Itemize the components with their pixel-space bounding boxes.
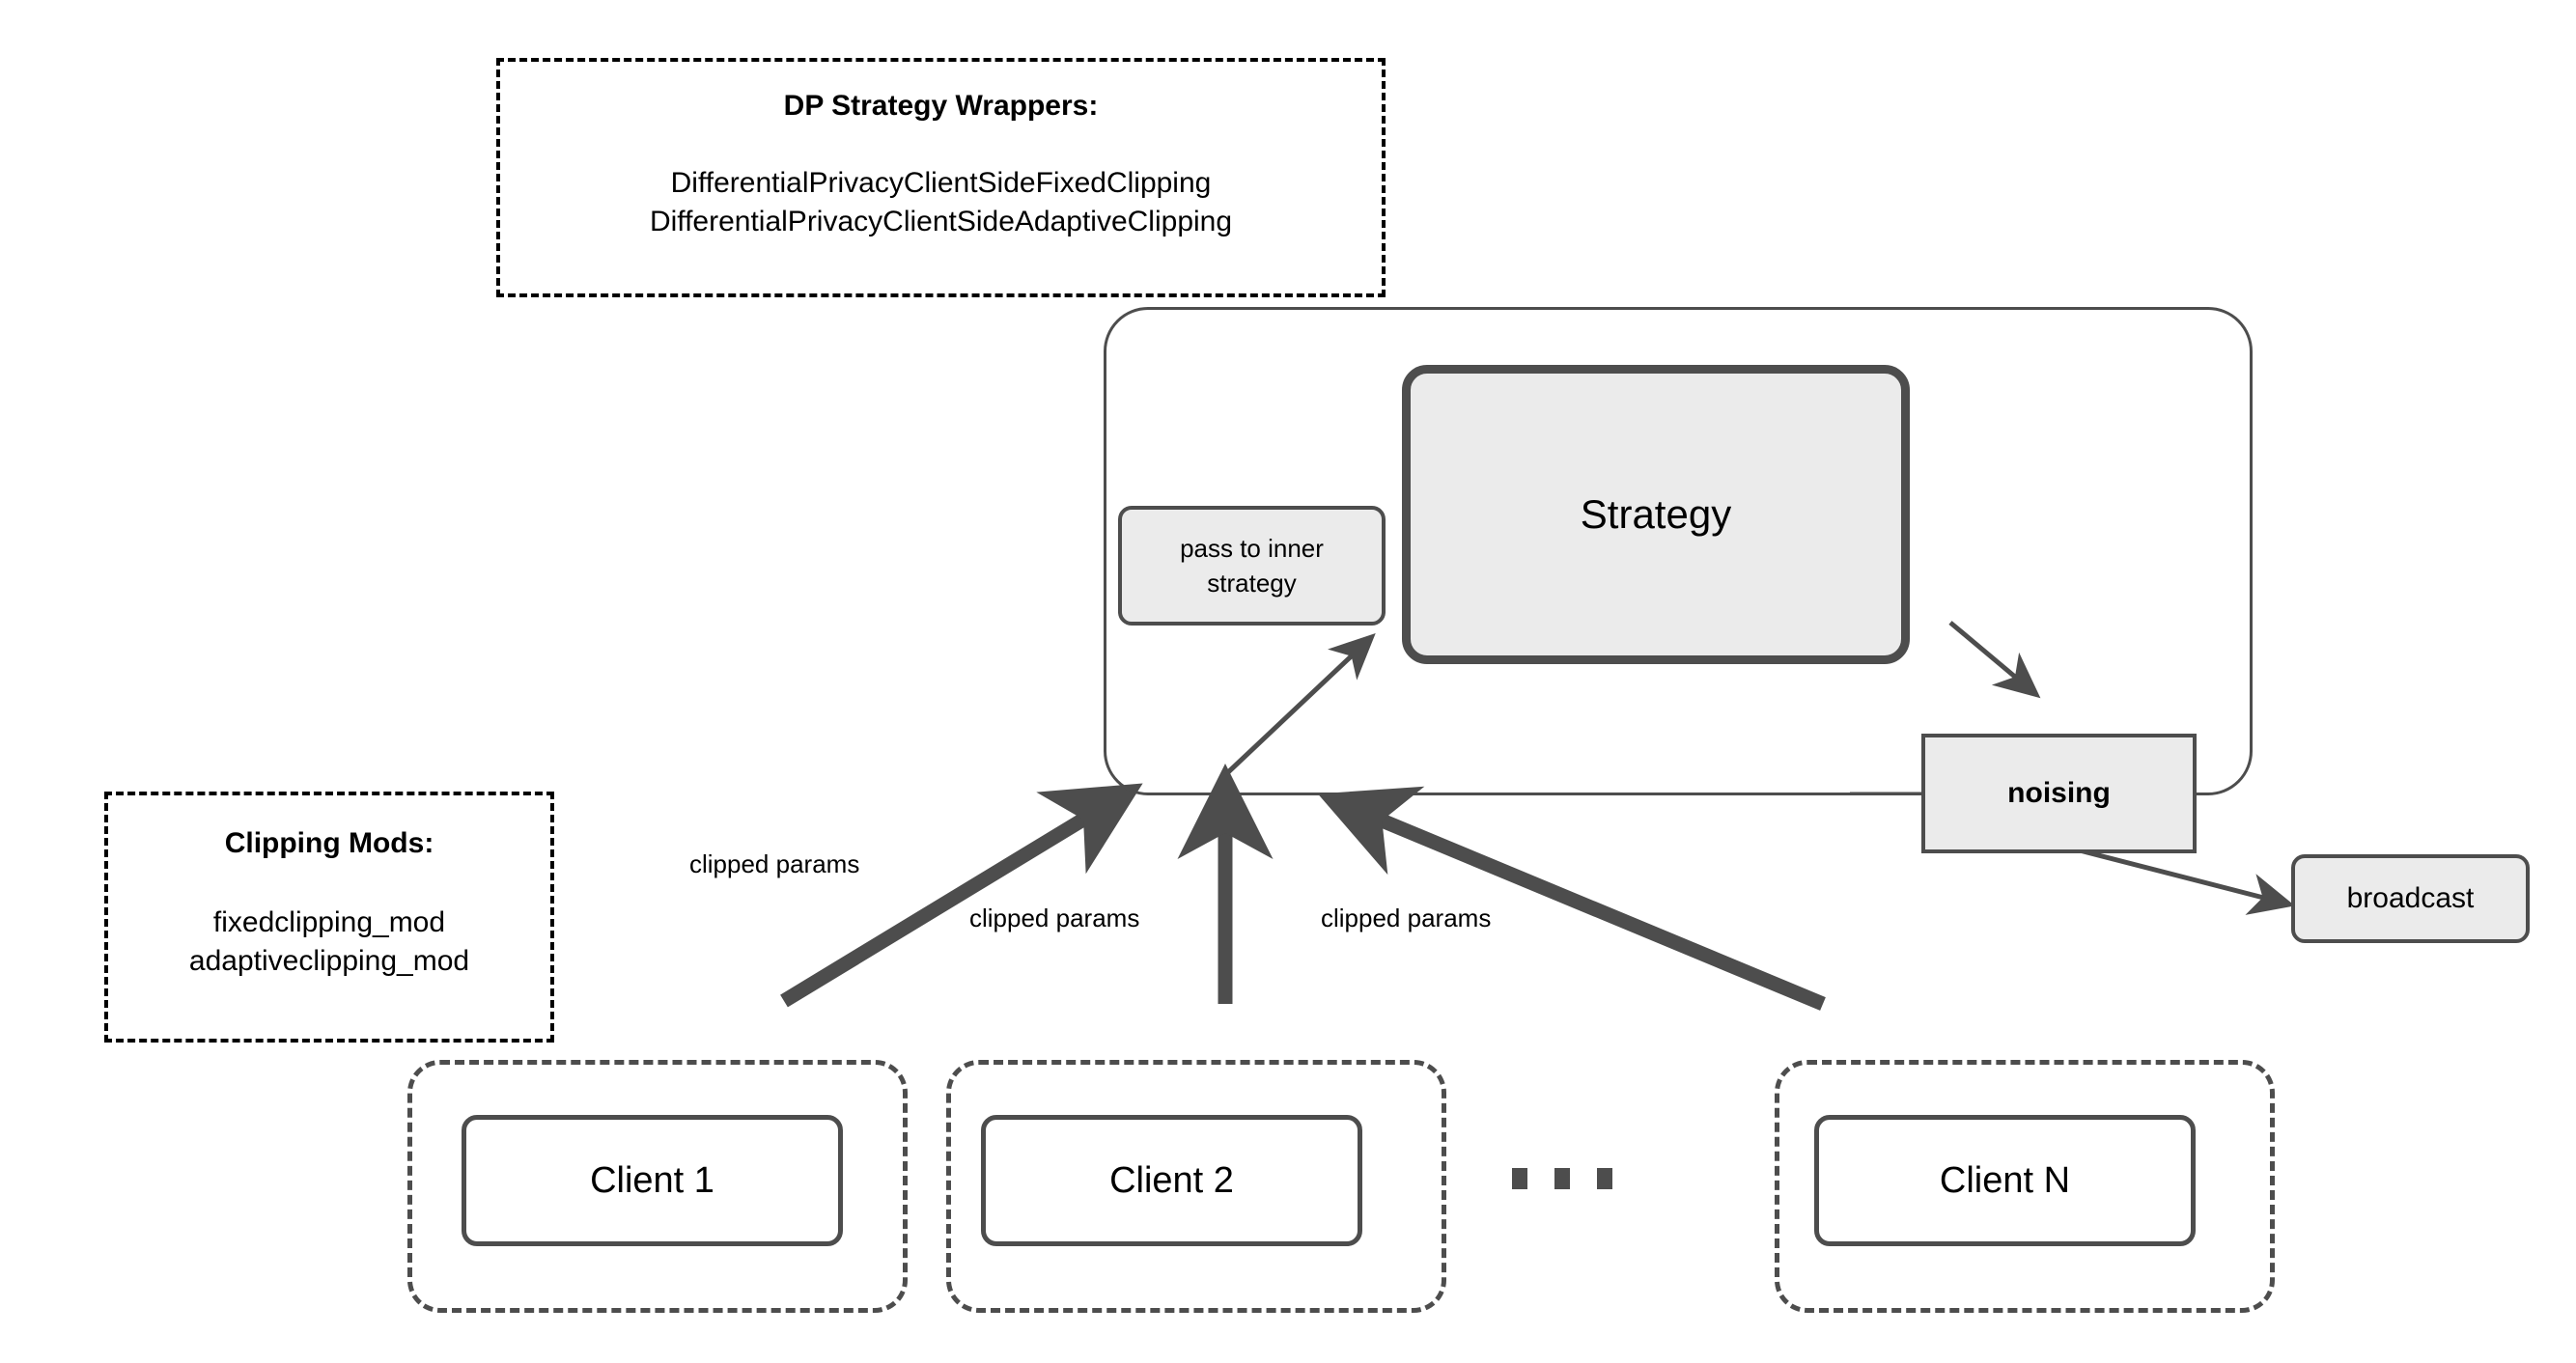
dp-strategy-wrappers-items: DifferentialPrivacyClientSideFixedClippi… (649, 167, 1233, 237)
ellipsis-dot-2 (1554, 1168, 1570, 1189)
client-label-1: Client 1 (590, 1159, 714, 1201)
clients-ellipsis (1512, 1168, 1612, 1189)
strategy-label: Strategy (1580, 491, 1732, 537)
client-group-n (1775, 1060, 2275, 1313)
edge-label-client1: clipped params (689, 849, 860, 878)
client-label-2: Client 2 (1109, 1159, 1234, 1201)
client-box-1[interactable]: Client 1 (462, 1115, 843, 1246)
pass-to-inner-strategy-label: pass to inner strategy (1180, 533, 1324, 598)
arrow-noising-to-broadcast (2075, 847, 2295, 915)
edge-label-clientn: clipped params (1321, 904, 1492, 932)
clipping-mods-items: fixedclipping_mod adaptiveclipping_mod (188, 906, 470, 977)
dp-strategy-wrappers-callout: DP Strategy Wrappers: DifferentialPrivac… (496, 58, 1386, 297)
broadcast-label: broadcast (2346, 882, 2475, 914)
client-label-n: Client N (1939, 1159, 2071, 1201)
ellipsis-dot-1 (1512, 1168, 1527, 1189)
client-box-2[interactable]: Client 2 (981, 1115, 1362, 1246)
pass-to-inner-strategy-box[interactable]: pass to inner strategy (1118, 506, 1386, 626)
noising-box[interactable]: noising (1921, 734, 2197, 853)
dp-strategy-wrappers-title: DP Strategy Wrappers: (783, 90, 1099, 122)
clipping-mods-callout: Clipping Mods: fixedclipping_mod adaptiv… (104, 792, 554, 1043)
server-panel (1104, 307, 2253, 795)
noising-label: noising (2007, 777, 2111, 809)
edge-label-client2: clipped params (969, 904, 1140, 932)
broadcast-box[interactable]: broadcast (2291, 854, 2530, 943)
strategy-box[interactable]: Strategy (1402, 365, 1910, 664)
client-group-1 (407, 1060, 908, 1313)
client-group-2 (946, 1060, 1446, 1313)
clipping-mods-title: Clipping Mods: (224, 827, 434, 859)
client-box-n[interactable]: Client N (1814, 1115, 2196, 1246)
ellipsis-dot-3 (1597, 1168, 1612, 1189)
